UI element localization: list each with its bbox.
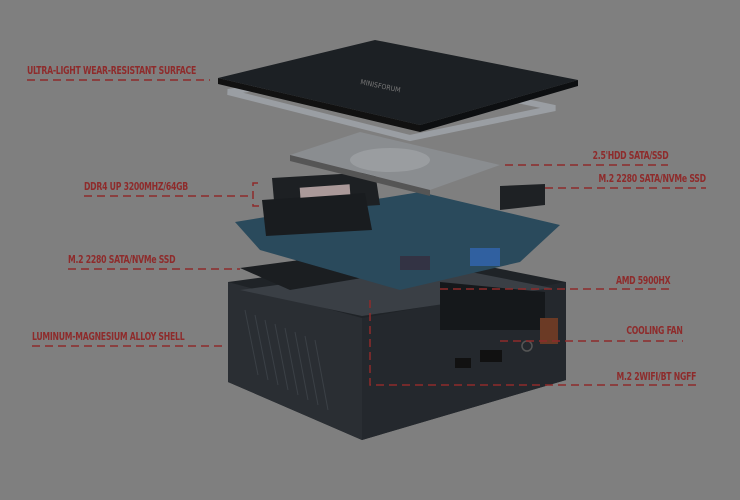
label-m2-ssd-right: M.2 2280 SATA/NVMe SSD — [598, 173, 707, 185]
alloy-shell — [228, 255, 566, 440]
ram-label — [299, 184, 351, 198]
label-shell: LUMINUM-MAGNESIUM ALLOY SHELL — [32, 331, 185, 343]
label-cpu: AMD 5900HX — [615, 275, 671, 287]
leader-lines — [27, 79, 706, 386]
label-m2-ssd-left: M.2 2280 SATA/NVMe SSD — [68, 254, 176, 266]
label-ddr4: DDR4 UP 3200MHZ/64GB — [84, 181, 188, 193]
lid: MINISFORUM — [218, 40, 578, 132]
label-fan: COOLING FAN — [626, 325, 684, 337]
label-hdd: 2.5'HDD SATA/SSD — [592, 150, 668, 162]
label-wifi: M.2 2WIFI/BT NGFF — [616, 371, 696, 383]
hdd — [290, 132, 500, 196]
ram-module-2 — [262, 193, 372, 236]
label-surface: ULTRA-LIGHT WEAR-RESISTANT SURFACE — [27, 65, 197, 77]
